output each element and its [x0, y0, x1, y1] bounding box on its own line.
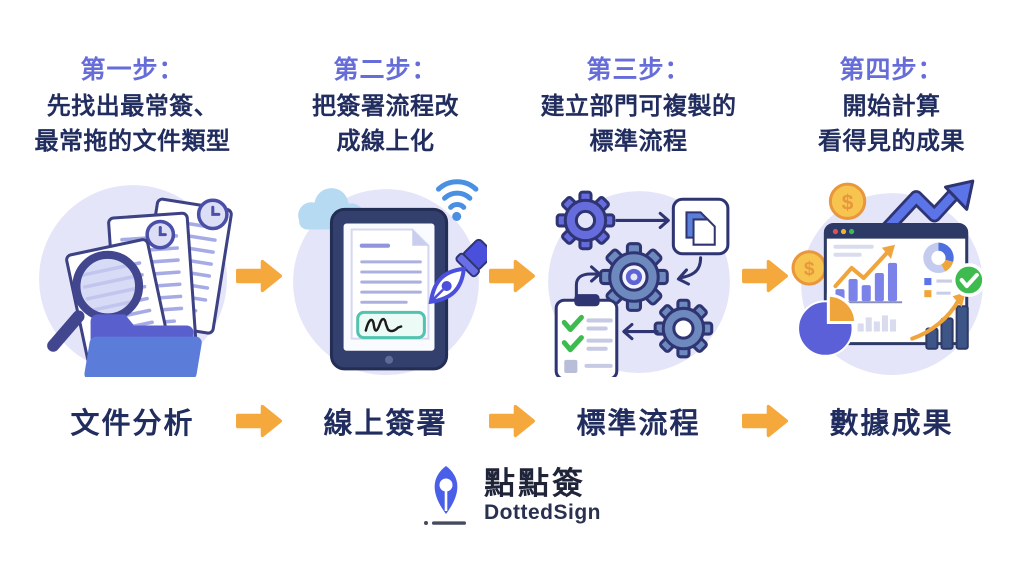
- step-4-label: 第四步：: [839, 56, 944, 84]
- step-1-label: 第一步：: [80, 56, 185, 84]
- svg-text:$: $: [841, 191, 853, 214]
- arrow-right-icon: [488, 397, 536, 445]
- step-2-tag: 線上簽署: [323, 408, 448, 440]
- logo-name-zh: 點點簽: [484, 465, 586, 501]
- arrow-right-icon: [235, 252, 283, 300]
- icons-row: $ $: [0, 170, 1024, 382]
- titles-row: 第一步： 先找出最常簽、 最常拖的文件類型 第二步： 把簽署流程改 成線上化 第…: [0, 50, 1024, 164]
- step-3-tag: 標準流程: [576, 408, 701, 440]
- arrow-right-icon: [741, 252, 789, 300]
- data-results-icon: $ $: [789, 175, 994, 377]
- step-1-title: 第一步： 先找出最常簽、 最常拖的文件類型: [30, 50, 235, 160]
- step-1-desc: 先找出最常簽、 最常拖的文件類型: [34, 93, 231, 155]
- step-4-title: 第四步： 開始計算 看得見的成果: [789, 50, 994, 160]
- arrow-right-icon: [488, 252, 536, 300]
- step-3-title: 第三步： 建立部門可複製的 標準流程: [536, 50, 741, 160]
- document-analysis-icon: [30, 175, 235, 377]
- online-signing-icon: [283, 175, 488, 377]
- logo-name-en: DottedSign: [484, 501, 601, 525]
- step-4-desc: 開始計算 看得見的成果: [818, 93, 965, 155]
- tags-row: 文件分析 線上簽署 標準流程 數據成果: [0, 394, 1024, 448]
- infographic-canvas: 第一步： 先找出最常簽、 最常拖的文件類型 第二步： 把簽署流程改 成線上化 第…: [0, 50, 1024, 572]
- process-gears-icon: [536, 175, 741, 377]
- logo-text: 點點簽 DottedSign: [484, 465, 601, 525]
- step-4-tag: 數據成果: [829, 408, 954, 440]
- arrow-right-icon: [235, 397, 283, 445]
- step-3-label: 第三步：: [586, 56, 691, 84]
- logo: 點點簽 DottedSign: [0, 464, 1024, 528]
- step-1-tag: 文件分析: [70, 408, 195, 440]
- pen-nib-logo-icon: [423, 464, 469, 528]
- step-2-title: 第二步： 把簽署流程改 成線上化: [283, 50, 488, 160]
- arrow-right-icon: [741, 397, 789, 445]
- svg-text:$: $: [803, 259, 814, 280]
- step-2-label: 第二步：: [333, 56, 438, 84]
- step-3-desc: 建立部門可複製的 標準流程: [540, 93, 737, 155]
- step-2-desc: 把簽署流程改 成線上化: [312, 93, 459, 155]
